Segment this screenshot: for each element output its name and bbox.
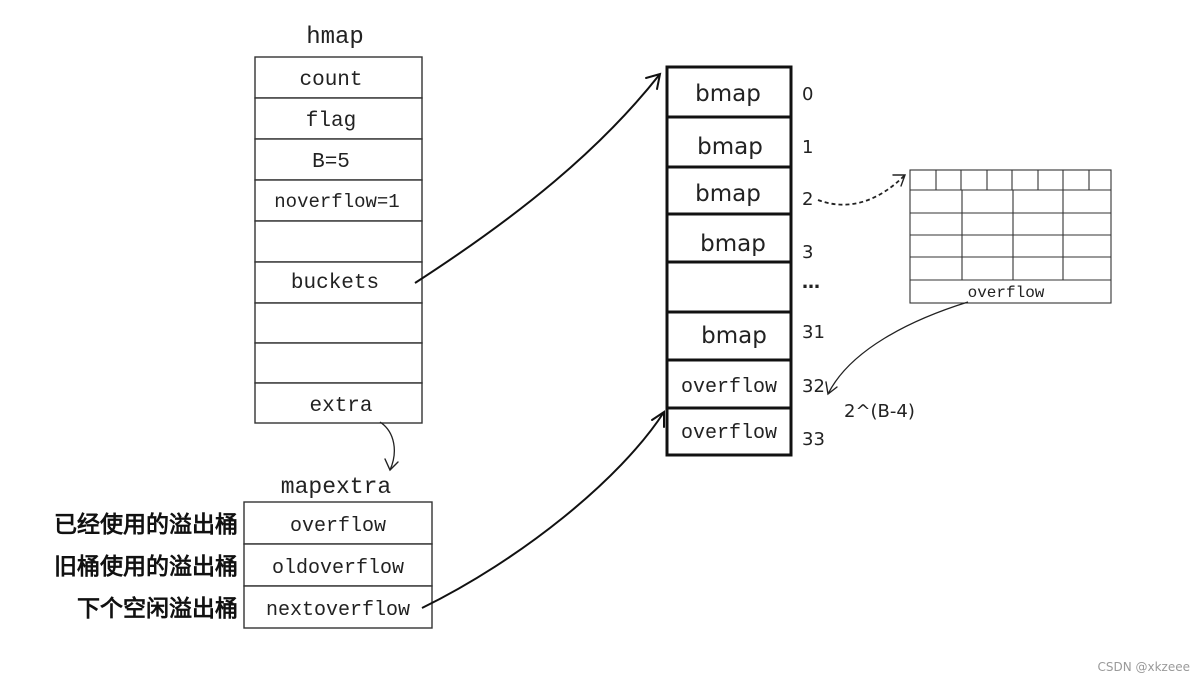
hmap-flag-cell [254, 97, 423, 140]
bucket-index-33: 33 [802, 429, 825, 450]
hmap-empty-cell-1 [254, 220, 423, 263]
bucket-label-2: bmap [695, 181, 761, 207]
bmap-overflow-pointer-arrow [827, 301, 969, 395]
bucket-label-3: bmap [700, 231, 766, 257]
bmap-detail: overflow [909, 169, 1112, 304]
bucket-array: bmap bmap bmap bmap bmap overflow overfl… [665, 65, 825, 457]
extra-pointer-arrowhead [384, 458, 399, 472]
bucket-index-1: 1 [802, 137, 813, 158]
bucket-label-33: overflow [681, 422, 777, 445]
bucket-label-0: bmap [695, 81, 761, 107]
extra-pointer-arrow [379, 421, 395, 471]
bucket-label-31: bmap [701, 323, 767, 349]
mapextra-title: mapextra [281, 474, 392, 500]
hmap-b-cell [254, 138, 423, 181]
hmap-struct: hmap count flag B=5 noverflow=1 buckets … [254, 24, 423, 424]
bucket-index-2: 2 [802, 189, 813, 210]
hmap-empty-cell-2 [254, 302, 423, 344]
hmap-b-label: B=5 [312, 151, 350, 174]
mapextra-struct: mapextra overflow oldoverflow nextoverfl… [54, 474, 433, 629]
bmap-overflow-pointer-arrowhead [825, 381, 838, 396]
buckets-pointer-arrow [414, 73, 661, 284]
hmap-extra-cell [254, 382, 423, 424]
hmap-extra-label: extra [309, 395, 372, 418]
hmap-count-cell [254, 56, 423, 99]
hmap-noverflow-label: noverflow=1 [274, 191, 399, 213]
hmap-noverflow-cell [254, 179, 423, 222]
hmap-flag-label: flag [306, 110, 356, 133]
note-used-overflow: 已经使用的溢出桶 [54, 511, 238, 538]
bucket-index-ellipsis: … [802, 272, 820, 293]
hmap-title: hmap [306, 24, 364, 51]
bmap-detail-pointer-arrowhead [892, 174, 906, 187]
arrows [379, 72, 969, 609]
nextoverflow-pointer-arrow [421, 411, 665, 609]
bucket-index-32: 32 [802, 376, 825, 397]
bucket-cell-2 [665, 165, 793, 216]
mapextra-oldoverflow-label: oldoverflow [272, 557, 404, 580]
note-next-free-overflow: 下个空闲溢出桶 [77, 595, 238, 622]
bucket-cell-33 [665, 406, 793, 457]
mapextra-nextoverflow-cell [243, 585, 433, 629]
bucket-cell-ellipsis [665, 260, 793, 314]
bmap-detail-overflow-label: overflow [968, 284, 1045, 302]
bucket-label-1: bmap [697, 134, 763, 160]
mapextra-nextoverflow-label: nextoverflow [266, 599, 410, 622]
note-old-overflow: 旧桶使用的溢出桶 [54, 553, 238, 580]
bmap-detail-pointer-arrow [817, 174, 906, 206]
watermark: CSDN @xkzeee [1097, 660, 1190, 674]
mapextra-oldoverflow-cell [243, 543, 433, 587]
bucket-cell-31 [665, 310, 793, 362]
bucket-label-32: overflow [681, 376, 777, 399]
bucket-index-0: 0 [802, 84, 813, 105]
bucket-index-31: 31 [802, 322, 825, 343]
bucket-cell-0 [665, 65, 793, 119]
bucket-cell-1 [665, 115, 793, 169]
bucket-index-3: 3 [802, 242, 813, 263]
overflow-count-annotation: 2^(B-4) [844, 401, 915, 422]
buckets-pointer-arrowhead [645, 72, 662, 90]
hmap-empty-cell-3 [254, 342, 423, 384]
hmap-buckets-label: buckets [291, 272, 379, 295]
mapextra-overflow-label: overflow [290, 515, 386, 538]
hmap-count-label: count [299, 69, 362, 92]
bmap-detail-frame [909, 169, 1112, 304]
nextoverflow-pointer-arrowhead [651, 410, 665, 428]
